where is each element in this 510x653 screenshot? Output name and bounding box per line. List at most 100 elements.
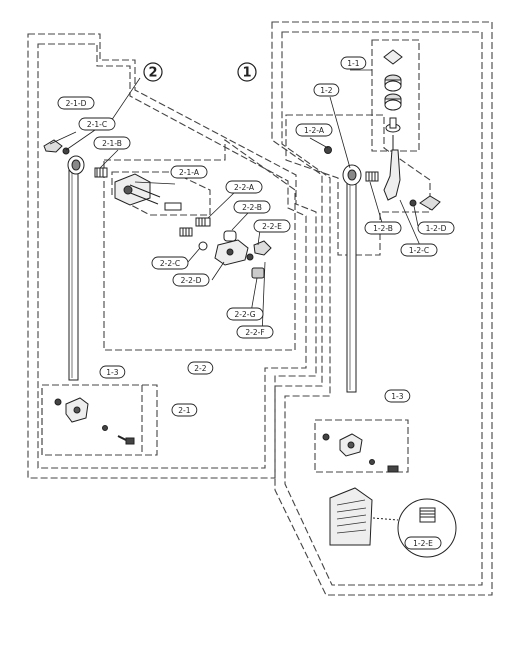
group-1-3-right-box (314, 419, 409, 473)
part-drawings (43, 49, 457, 558)
part-label-1-2-d: 1-2-D (417, 221, 455, 235)
label-pill (253, 219, 291, 233)
assembly-number: 1 (242, 66, 251, 81)
label-pill (151, 256, 189, 270)
label-pill (340, 56, 367, 70)
part-label-1-3-right: 1-3 (384, 389, 411, 403)
label-text: 2-1-B (102, 139, 122, 148)
part-2-1-d-drawing (43, 139, 63, 153)
assembly-number: 2 (148, 66, 157, 81)
part-label-2-1-b: 2-1-B (93, 136, 131, 150)
part-label-2-2-a: 2-2-A (225, 180, 263, 194)
label-pill (93, 136, 131, 150)
part-label-1-2-a: 1-2-A (295, 123, 333, 137)
label-pill (384, 389, 411, 403)
spring-2-1-b-drawing (94, 167, 108, 178)
part-label-2-2-e: 2-2-E (253, 219, 291, 233)
part-2-2-a-drawing (195, 217, 211, 227)
part-1-3-right-drawing (322, 433, 399, 473)
part-label-2-2-g: 2-2-G (226, 307, 264, 321)
label-pill (78, 117, 116, 131)
part-1-2-a-drawing (324, 146, 332, 154)
part-1-2-b-spring-drawing (365, 171, 379, 182)
label-text: 1-3 (106, 368, 118, 377)
rod-left-drawing (67, 155, 85, 381)
part-1-2-e-drawing (419, 507, 436, 523)
assembly-2-outline (27, 33, 317, 479)
label-pill (236, 325, 274, 339)
label-text: 2-1-D (66, 99, 87, 108)
part-label-1-3-left: 1-3 (99, 365, 126, 379)
group-outlines (27, 21, 493, 596)
label-pill (295, 123, 333, 137)
label-text: 2-1-A (179, 168, 200, 177)
part-2-2-c-spring-drawing (179, 227, 193, 237)
label-text: 2-2 (194, 364, 206, 373)
label-text: 1-2 (320, 86, 332, 95)
group-1-3-left-box (41, 384, 143, 456)
label-text: 1-1 (347, 59, 359, 68)
label-text: 2-2-D (181, 276, 202, 285)
part-1-2-arm-drawing (383, 149, 401, 201)
label-text: 2-2-G (234, 310, 255, 319)
label-text: 2-2-C (160, 259, 180, 268)
label-pill (400, 243, 438, 257)
label-text: 2-2-B (242, 203, 262, 212)
assembly-2-outline-inner (37, 43, 307, 469)
label-pill (364, 221, 402, 235)
label-text: 1-3 (391, 392, 403, 401)
label-text: 2-1-C (87, 120, 107, 129)
part-label-2-1-d: 2-1-D (57, 96, 95, 110)
part-label-2-2: 2-2 (187, 361, 214, 375)
label-text: 1-2-E (413, 539, 433, 548)
label-text: 1-2-B (373, 224, 393, 233)
group-1-2-box (285, 114, 431, 256)
label-pill (187, 361, 214, 375)
part-label-1-2: 1-2 (313, 83, 340, 97)
label-pill (170, 165, 208, 179)
label-text: 1-2-D (426, 224, 447, 233)
part-label-2-1: 2-1 (171, 403, 198, 417)
label-pill (57, 96, 95, 110)
assembly-markers: 12 (143, 62, 257, 82)
part-label-2-1-a: 2-1-A (170, 165, 208, 179)
part-label-1-2-b: 1-2-B (364, 221, 402, 235)
part-label-1-2-e: 1-2-E (404, 536, 442, 550)
part-label-2-2-d: 2-2-D (172, 273, 210, 287)
pedal-drawing (329, 487, 373, 546)
leader-lines (49, 69, 423, 337)
part-2-2-g-drawing (251, 267, 265, 279)
label-pill (226, 307, 264, 321)
group-2-1-box (41, 384, 158, 456)
label-pill (172, 273, 210, 287)
part-label-2-2-c: 2-2-C (151, 256, 189, 270)
part-label-2-2-f: 2-2-F (236, 325, 274, 339)
part-1-3-left-drawing (54, 397, 135, 445)
part-1-1-nuts-drawing (384, 74, 402, 111)
label-pill (99, 365, 126, 379)
assembly-marker-2: 2 (143, 62, 163, 82)
part-2-2-b-drawing (223, 230, 237, 242)
label-text: 1-2-C (409, 246, 429, 255)
part-label-2-1-c: 2-1-C (78, 117, 116, 131)
label-pill (171, 403, 198, 417)
part-2-2-e-drawing (253, 240, 272, 256)
label-pill (225, 180, 263, 194)
label-text: 1-2-A (304, 126, 325, 135)
assembly-marker-1: 1 (237, 62, 257, 82)
part-1-2-d-drawing (419, 195, 441, 211)
assembly-1-outline-inner (281, 31, 483, 586)
part-labels: 1-1 1-2 1-2-A 1-2-B 1-2-C 1-2-D 1-2-E 1-3 1-3 2-1… (57, 56, 455, 550)
label-text: 2-2-F (245, 328, 264, 337)
assembly-1-outline (271, 21, 493, 596)
label-pill (233, 200, 271, 214)
label-pill (313, 83, 340, 97)
part-2-1-a-drawing (114, 173, 182, 211)
part-label-1-2-c: 1-2-C (400, 243, 438, 257)
group-2-2-box (103, 138, 296, 351)
part-label-1-1: 1-1 (340, 56, 367, 70)
label-pill (417, 221, 455, 235)
label-text: 2-2-E (262, 222, 282, 231)
part-1-1-wing-drawing (383, 49, 403, 65)
